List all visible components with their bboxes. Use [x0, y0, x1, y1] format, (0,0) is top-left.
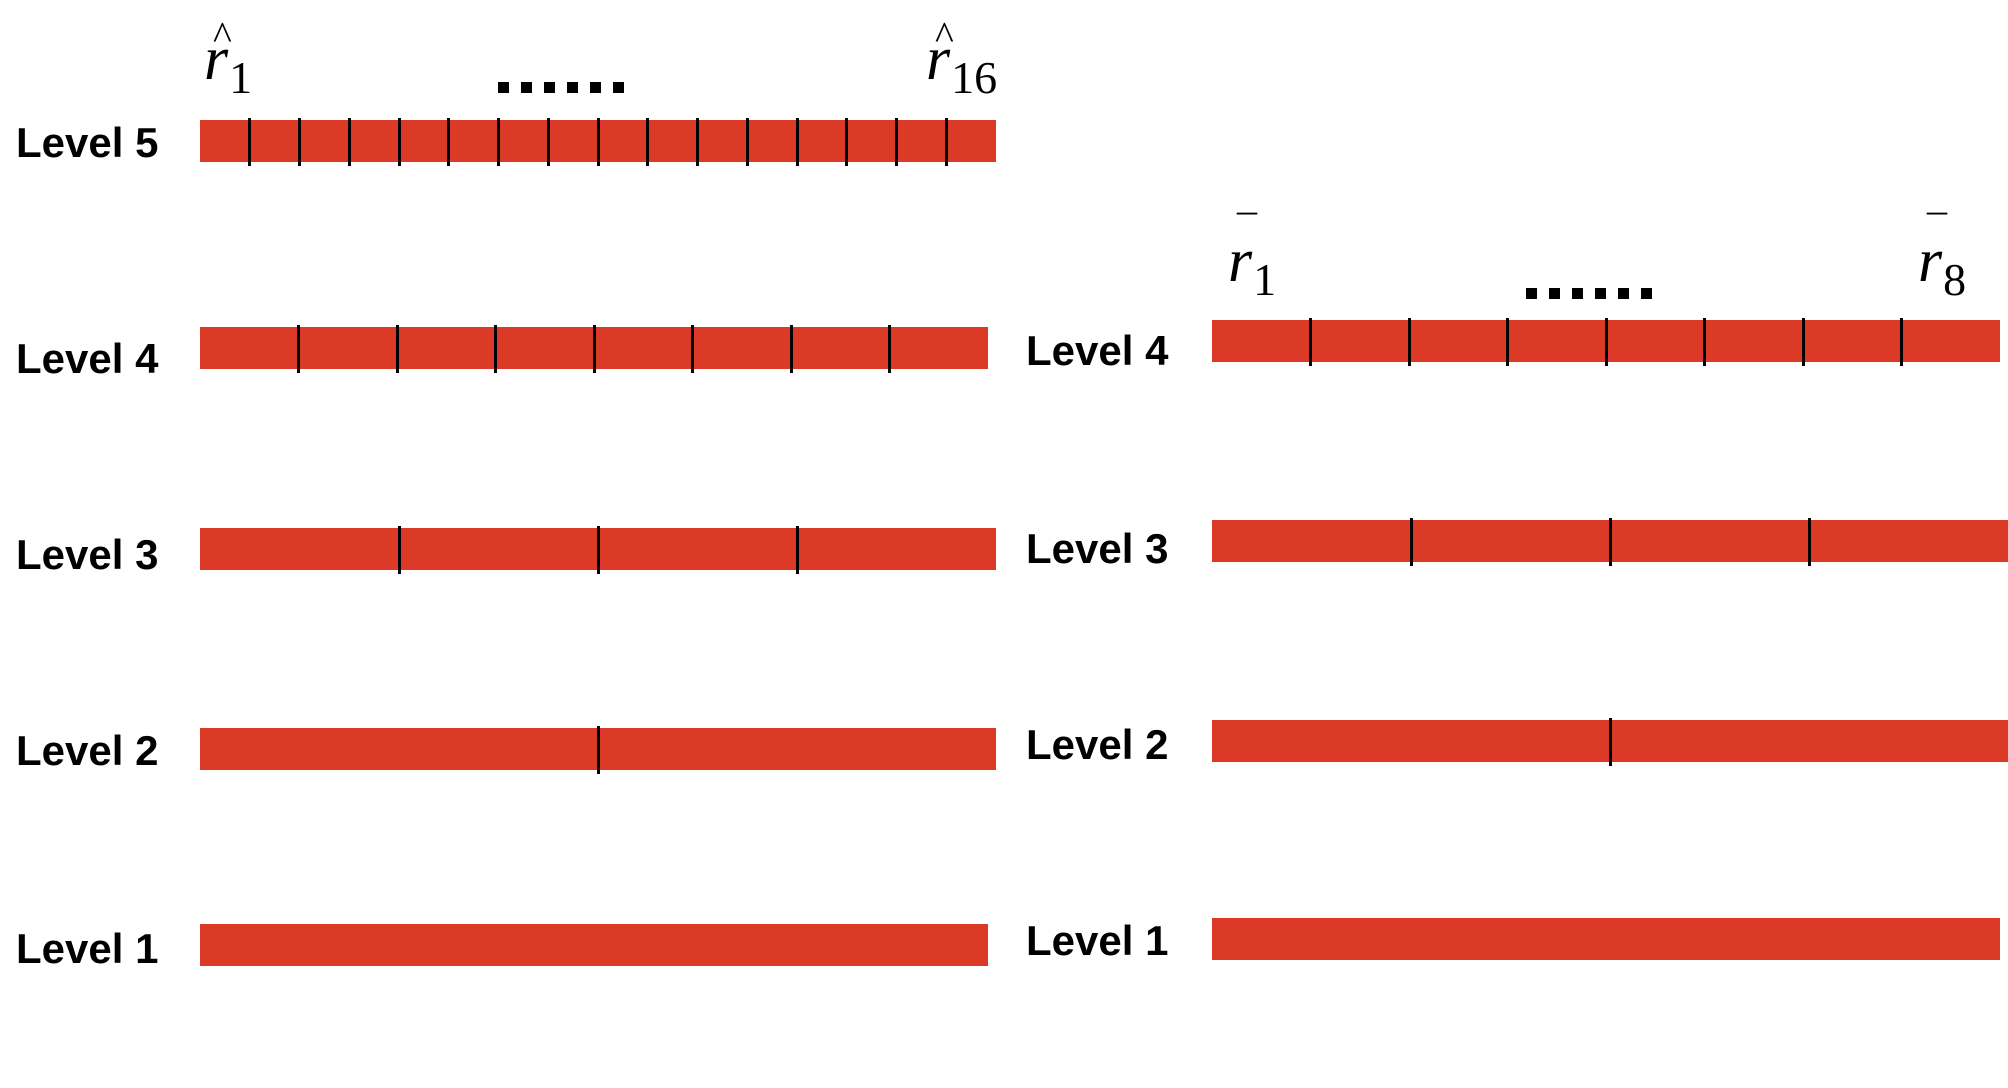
ellipsis-dot	[567, 82, 578, 93]
left-first-symbol-accent: ^	[213, 13, 232, 58]
segment-divider	[945, 118, 948, 166]
ellipsis-dot	[1549, 288, 1560, 299]
segment-divider	[796, 526, 799, 574]
ellipsis-dot	[1572, 288, 1583, 299]
segment-divider	[888, 325, 891, 373]
segment-divider	[597, 526, 600, 574]
segment-divider	[597, 118, 600, 166]
segment-divider	[447, 118, 450, 166]
left-ellipsis	[498, 82, 624, 93]
right-level-4-label: Level 4	[1026, 327, 1169, 374]
segment-divider	[691, 325, 694, 373]
left-level-3-label: Level 3	[16, 531, 159, 578]
segment-divider	[1309, 318, 1312, 366]
segment-divider	[1703, 318, 1706, 366]
left-first-symbol: ^r1	[204, 16, 252, 101]
segment-divider	[1506, 318, 1509, 366]
ellipsis-dot	[521, 82, 532, 93]
right-last-symbol-base: r	[1918, 227, 1943, 295]
ellipsis-dot	[1595, 288, 1606, 299]
right-level-1-bar	[1212, 918, 2000, 960]
segment-divider	[398, 118, 401, 166]
right-first-symbol-base: r	[1228, 227, 1253, 295]
segment-divider	[1605, 318, 1608, 366]
right-level-4-bar	[1212, 318, 2000, 366]
segment-divider	[696, 118, 699, 166]
ellipsis-dot	[1526, 288, 1537, 299]
right-ellipsis	[1526, 288, 1652, 299]
segment-divider	[1900, 318, 1903, 366]
right-last-symbol-sub: 8	[1943, 254, 1967, 305]
left-level-2-label: Level 2	[16, 727, 159, 774]
right-first-symbol-accent: ¯	[1237, 207, 1257, 252]
left-first-symbol-base: r	[204, 25, 229, 93]
segment-divider	[1802, 318, 1805, 366]
left-level-3-bar	[200, 526, 996, 574]
segment-divider	[396, 325, 399, 373]
right-level-1-label: Level 1	[1026, 917, 1169, 964]
segment-divider	[298, 118, 301, 166]
left-last-symbol-base: r	[926, 25, 951, 93]
segment-divider	[593, 325, 596, 373]
left-last-symbol: ^r16	[926, 16, 997, 101]
right-first-symbol-sub: 1	[1253, 254, 1277, 305]
segment-divider	[1609, 718, 1612, 766]
segment-divider	[248, 118, 251, 166]
segment-divider	[895, 118, 898, 166]
ellipsis-dot	[1641, 288, 1652, 299]
left-level-1-bar	[200, 924, 988, 966]
right-level-2-bar	[1212, 718, 2008, 766]
right-level-3-bar	[1212, 518, 2008, 566]
right-level-3-label: Level 3	[1026, 525, 1169, 572]
left-level-2-bar	[200, 726, 996, 774]
segment-divider	[646, 118, 649, 166]
segment-divider	[845, 118, 848, 166]
left-level-5-label: Level 5	[16, 119, 159, 166]
segment-divider	[796, 118, 799, 166]
segment-divider	[790, 325, 793, 373]
segment-divider	[497, 118, 500, 166]
segment-divider	[1408, 318, 1411, 366]
segment-divider	[297, 325, 300, 373]
ellipsis-dot	[498, 82, 509, 93]
left-last-symbol-sub: 16	[951, 52, 998, 103]
segment-divider	[348, 118, 351, 166]
ellipsis-dot	[1618, 288, 1629, 299]
right-first-symbol: ¯r1	[1228, 210, 1276, 303]
segment-divider	[398, 526, 401, 574]
segment-divider	[1609, 518, 1612, 566]
left-first-symbol-sub: 1	[229, 52, 253, 103]
segment-divider	[1410, 518, 1413, 566]
ellipsis-dot	[590, 82, 601, 93]
segment-divider	[494, 325, 497, 373]
ellipsis-dot	[544, 82, 555, 93]
segment-divider	[746, 118, 749, 166]
right-last-symbol: ¯r8	[1918, 210, 1966, 303]
right-level-2-label: Level 2	[1026, 721, 1169, 768]
segment-divider	[1808, 518, 1811, 566]
left-level-4-label: Level 4	[16, 335, 159, 382]
left-level-4-bar	[200, 325, 988, 373]
ellipsis-dot	[613, 82, 624, 93]
left-last-symbol-accent: ^	[935, 13, 954, 58]
left-level-5-bar	[200, 118, 996, 166]
segment-divider	[597, 726, 600, 774]
left-level-1-label: Level 1	[16, 925, 159, 972]
right-last-symbol-accent: ¯	[1927, 207, 1947, 252]
segment-divider	[547, 118, 550, 166]
